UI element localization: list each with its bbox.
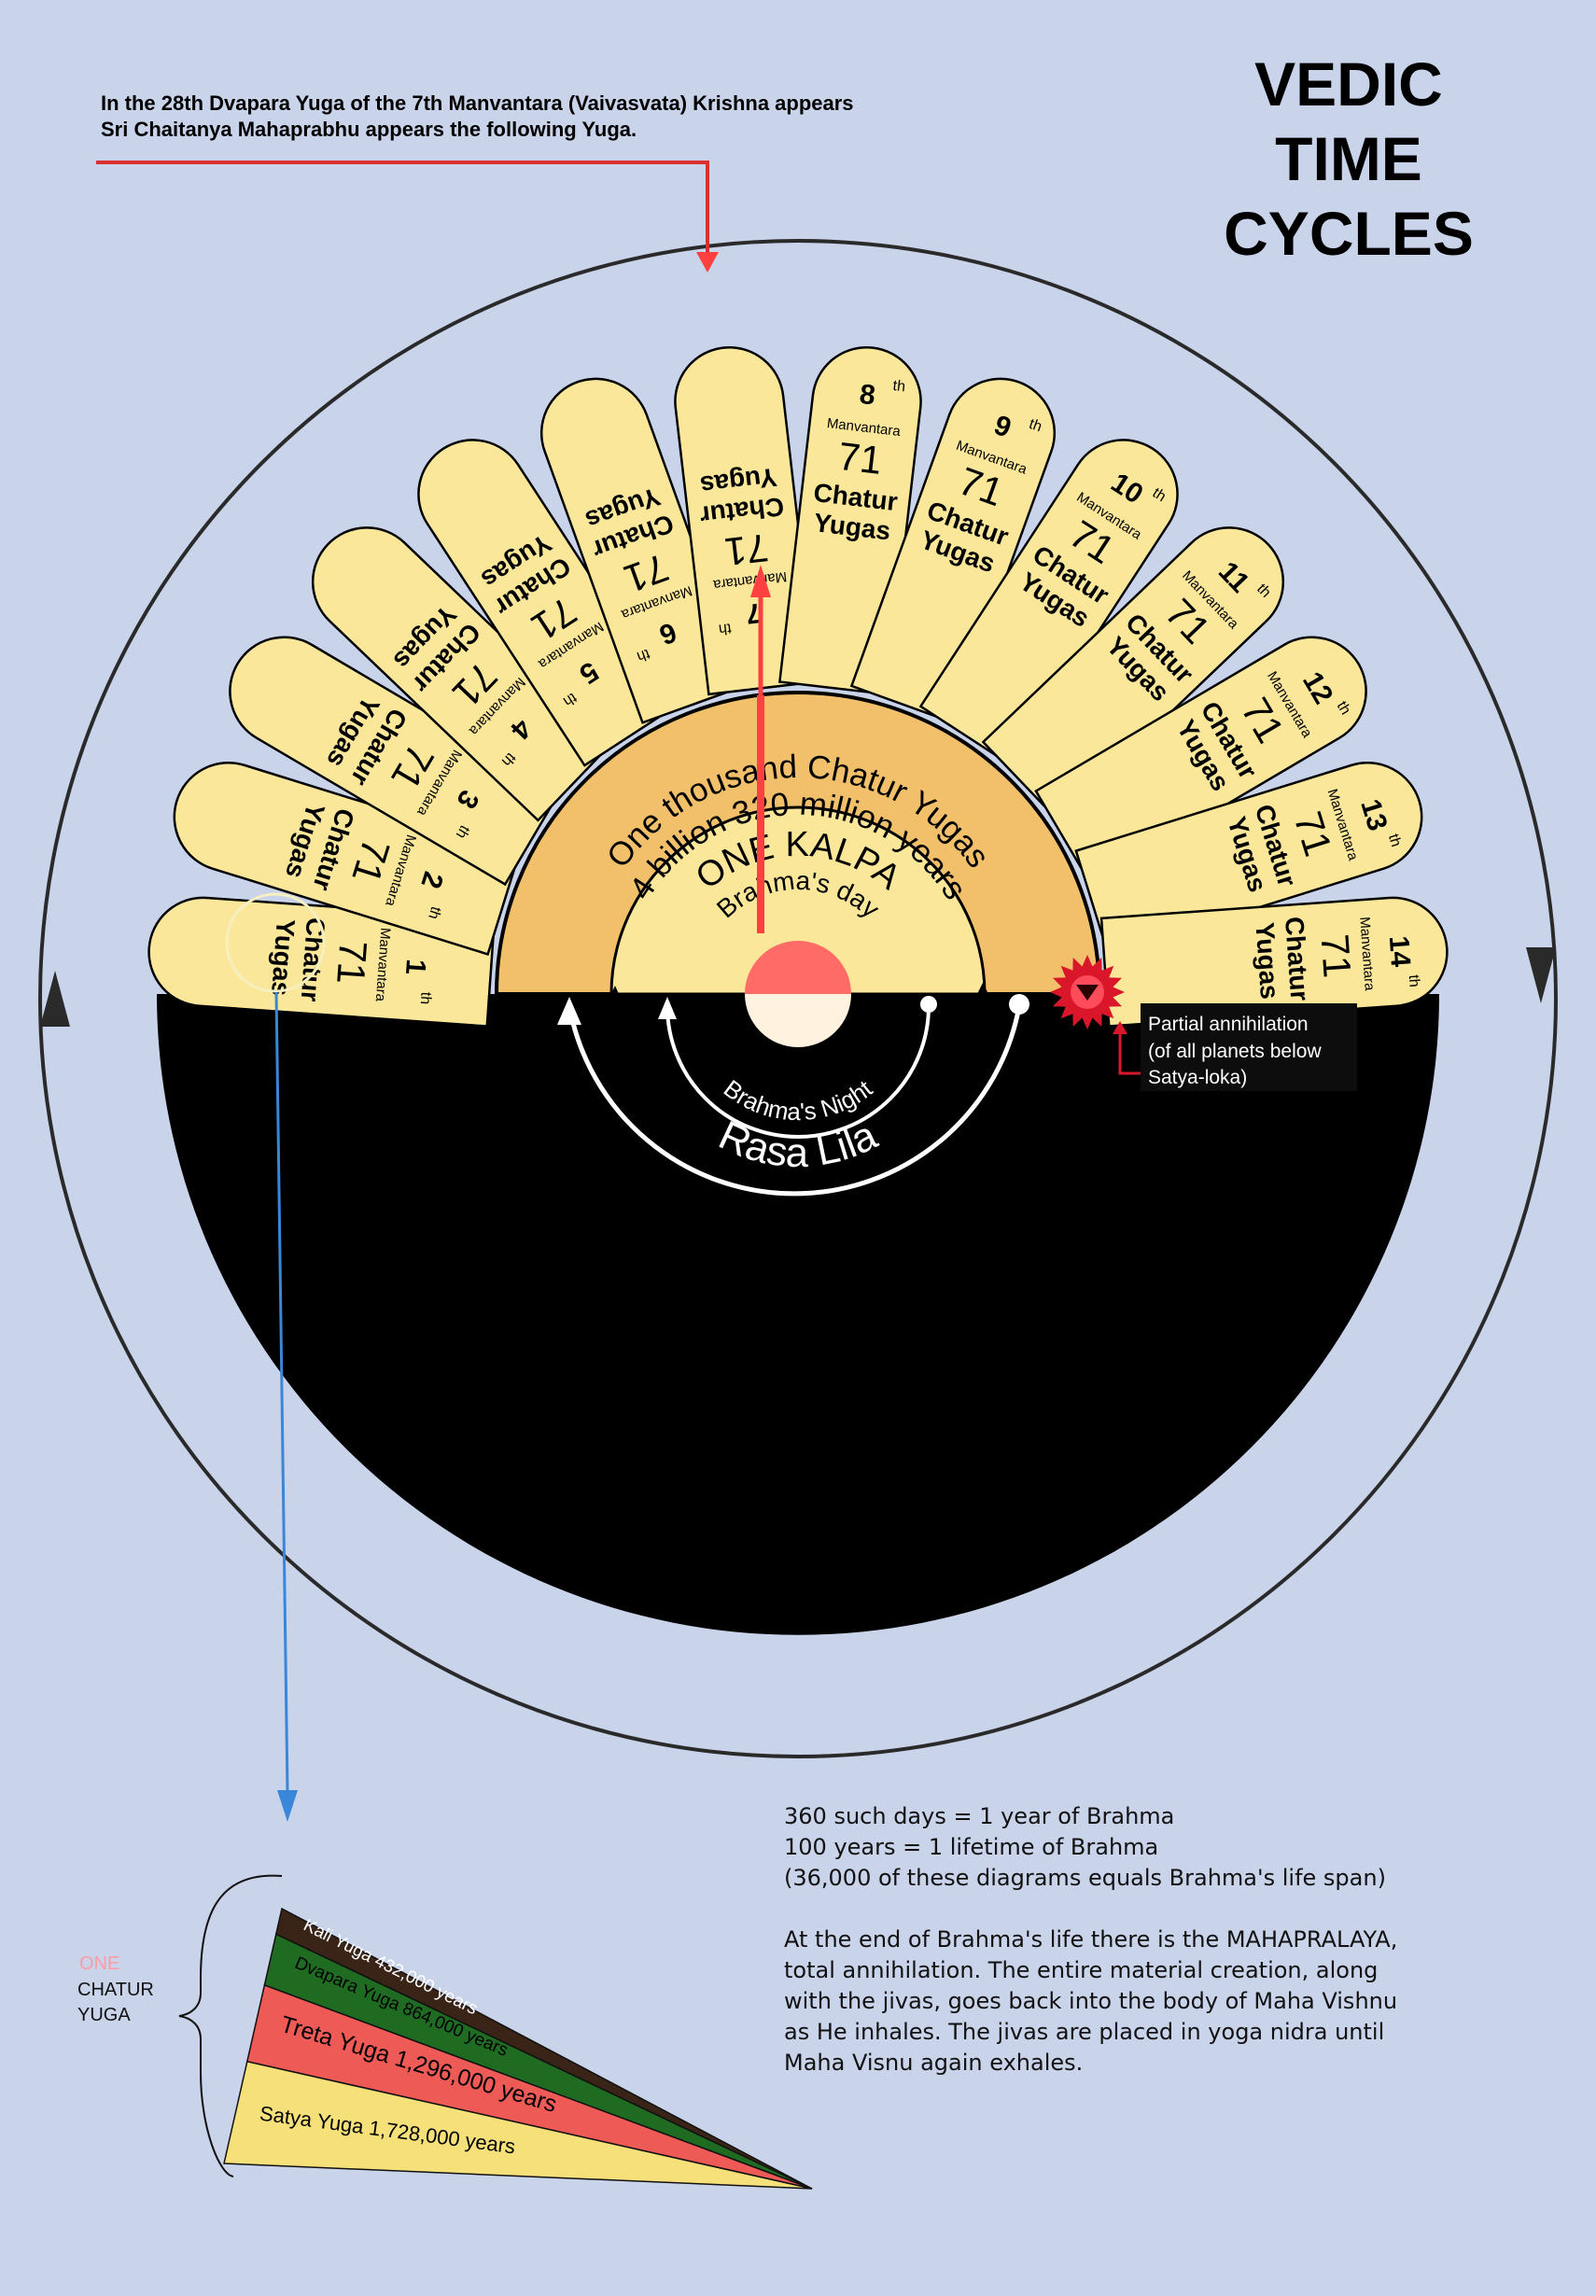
annihilation-label-box [1141, 1003, 1357, 1091]
annihilation-burst [1050, 955, 1125, 1029]
chatur-yuga-pointer [225, 892, 326, 1822]
manvantara-suffix: th [892, 378, 906, 395]
night-inner-marker [920, 996, 937, 1013]
manvantara-suffix: th [718, 620, 732, 637]
manvantara-yugas: Yugas [266, 918, 301, 997]
manvantara-suffix: th [635, 645, 651, 665]
manvantara-chatur: Chatur [1280, 916, 1314, 1001]
manvantara-count: 71 [329, 939, 375, 986]
outer-cycle-circle [38, 239, 1558, 1758]
annihilation-line-2: (of all planets below [1148, 1041, 1322, 1062]
lifespan-note-2: 100 years = 1 lifetime of Brahma [784, 1834, 1159, 1860]
manvantara-suffix: th [417, 991, 434, 1005]
annihilation-pointer-line [1118, 1027, 1141, 1075]
night-outer-marker [1009, 994, 1029, 1015]
night-outer-arrowhead [557, 997, 581, 1025]
manvantara-count: 71 [1312, 932, 1359, 979]
yuga-stripe-3 [223, 2060, 813, 2190]
brahma-night-disc [157, 994, 1439, 1635]
manvantara-count: 71 [722, 525, 771, 574]
night-inner-arc [665, 1005, 931, 1139]
clockwise-arrowhead-left [40, 971, 70, 1027]
annihilation-line-3: Satya-loka) [1148, 1067, 1247, 1088]
manvantara-suffix: th [1406, 974, 1422, 988]
manvantara-suffix: th [1027, 416, 1043, 436]
clockwise-arrowhead-right [1526, 947, 1556, 1003]
manvantara-word: Manvantara [1356, 917, 1378, 992]
manvantara-ordinal: 1 [399, 958, 431, 975]
kalpa-tick-right [977, 983, 988, 994]
lifespan-note-3: (36,000 of these diagrams equals Brahma'… [784, 1865, 1386, 1891]
manvantara-fan: 1Manvantara71ChaturYugasth2Manvantara71C… [147, 346, 1449, 1028]
manvantara-ordinal: 8 [858, 379, 876, 412]
mahapralaya-note-2: total annihilation. The entire material … [784, 1957, 1379, 1983]
manvantara-ordinal: 14 [1383, 935, 1416, 969]
lifespan-note-1: 360 such days = 1 year of Brahma [784, 1803, 1175, 1829]
chatur-yuga-one: ONE [79, 1953, 119, 1974]
chatur-yuga-label-2: YUGA [77, 2005, 131, 2025]
manvantara-count: 71 [836, 434, 885, 483]
mahapralaya-note-1: At the end of Brahma's life there is the… [784, 1926, 1398, 1953]
manvantara-suffix: th [425, 904, 443, 921]
night-outer-arc [567, 1005, 1022, 1197]
top-note-line-2: Sri Chaitanya Mahaprabhu appears the fol… [101, 118, 637, 141]
chatur-yuga-label-1: CHATUR [77, 1980, 154, 2000]
brahma-day-half [609, 805, 987, 996]
night-inner-arrowhead [658, 997, 677, 1019]
annihilation-pointer-head [1113, 1021, 1127, 1034]
mahapralaya-note-5: Maha Visnu again exhales. [784, 2050, 1084, 2076]
sun-reflection [745, 994, 851, 1047]
krishna-appearance-pointer [96, 161, 771, 933]
manvantara-suffix: th [1385, 833, 1404, 849]
manvantara-chatur: Chatur [296, 917, 330, 1002]
manvantara-word: Manvantara [372, 927, 394, 1002]
mahapralaya-notes: At the end of Brahma's life there is the… [784, 1925, 1397, 2079]
sun-half [745, 941, 851, 994]
top-note-line-1: In the 28th Dvapara Yuga of the 7th Manv… [101, 91, 854, 115]
title-line-2: TIME [1275, 124, 1422, 193]
kalpa-tick-left [611, 986, 619, 994]
mahapralaya-note-4: as He inhales. The jivas are placed in y… [784, 2019, 1385, 2045]
title-line-3: CYCLES [1224, 199, 1474, 268]
lifespan-notes: 360 such days = 1 year of Brahma 100 yea… [784, 1801, 1386, 1894]
mahapralaya-note-3: with the jivas, goes back into the body … [784, 1988, 1398, 2014]
chatur-yuga-brace [178, 1874, 283, 2177]
annihilation-line-1: Partial annihilation [1148, 1014, 1309, 1035]
title-line-1: VEDIC [1254, 49, 1443, 119]
manvantara-yugas: Yugas [1250, 921, 1284, 1000]
